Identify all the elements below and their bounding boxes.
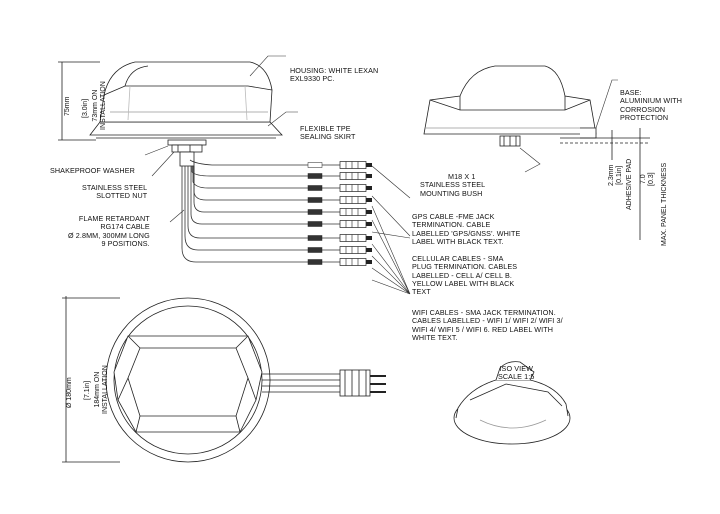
leader-lines — [144, 55, 618, 295]
connector-tip — [366, 174, 372, 178]
cable-connector-4 — [300, 196, 372, 204]
iso-view — [453, 361, 571, 445]
cable-label-sleeve — [307, 259, 323, 265]
connector-tip — [366, 186, 372, 190]
cable-connector-5 — [300, 208, 372, 216]
connector-tip — [366, 198, 372, 202]
connector-body — [339, 196, 367, 204]
connector-body — [339, 234, 367, 242]
panel-dim-label: MAX. PANEL THICKNESS — [661, 162, 668, 246]
washer-label: SHAKEPROOF WASHER — [50, 165, 135, 175]
connector-tip — [366, 260, 372, 264]
connector-tip — [366, 222, 372, 226]
cable-connectors — [300, 161, 372, 266]
cable-label-sleeve — [307, 185, 323, 191]
connector-tip — [366, 236, 372, 240]
connector-body — [339, 220, 367, 228]
cable-label-sleeve — [307, 221, 323, 227]
cable-label-sleeve — [307, 173, 323, 179]
cable-bundle-front — [181, 159, 300, 263]
connector-tip — [366, 163, 372, 167]
top-view-housing — [105, 297, 386, 463]
cable-connector-2 — [300, 172, 372, 180]
dimension-lines — [58, 61, 120, 463]
connector-body — [339, 246, 367, 254]
connector-body — [339, 258, 367, 266]
cable-connector-6 — [300, 220, 372, 228]
cable-label-sleeve — [307, 247, 323, 253]
cable-connector-9 — [300, 258, 372, 266]
connector-body — [339, 208, 367, 216]
cable-label-sleeve — [307, 209, 323, 215]
connector-body — [339, 184, 367, 192]
connector-body — [339, 161, 367, 169]
connector-tip — [366, 248, 372, 252]
cable-connector-8 — [300, 246, 372, 254]
cable-label-sleeve — [307, 235, 323, 241]
front-view-housing — [89, 61, 283, 167]
cable-label-sleeve — [307, 162, 323, 168]
cable-label-sleeve — [307, 197, 323, 203]
side-view-housing — [423, 65, 650, 240]
connector-body — [339, 172, 367, 180]
cable-connector-1 — [300, 161, 372, 169]
wifi-label: WIFI CABLES - SMA JACK TERMINATION.CABLE… — [412, 307, 563, 343]
cable-connector-7 — [300, 234, 372, 242]
connector-tip — [366, 210, 372, 214]
cable-connector-3 — [300, 184, 372, 192]
